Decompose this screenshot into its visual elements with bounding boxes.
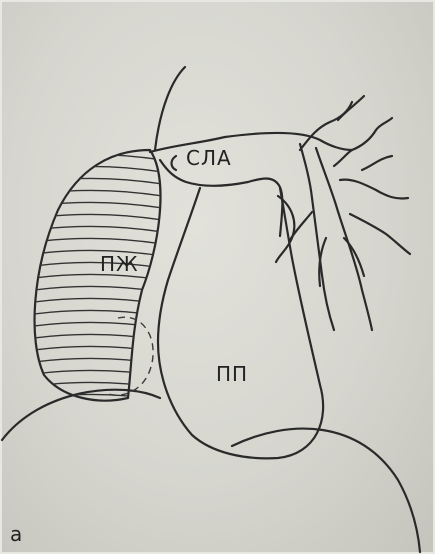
pulmonary-trunk-upper (150, 133, 352, 152)
right-atrium-label: ПП (216, 364, 248, 384)
panel-letter: а (10, 524, 23, 544)
artery-curl (172, 156, 177, 170)
pulmonary-artery-label: СЛА (186, 148, 232, 168)
right-ventricle-label: ПЖ (100, 254, 139, 274)
pulmonary-vessel-tree (290, 96, 410, 330)
pulmonary-trunk-lower (160, 160, 282, 236)
right-diaphragm-arc (232, 429, 420, 552)
superior-vessel (155, 67, 185, 150)
